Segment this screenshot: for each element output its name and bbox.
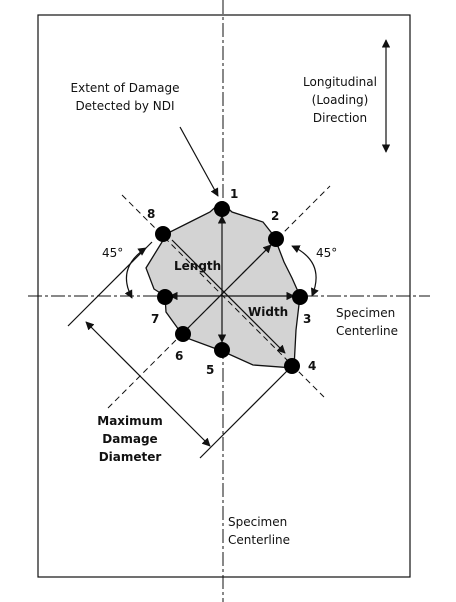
point-4-label: 4 xyxy=(308,359,316,373)
diagonal-arrow-b xyxy=(179,244,272,337)
max-dia-dimension-arrow xyxy=(85,321,211,447)
point-1-label: 1 xyxy=(230,187,238,201)
angle-left-label: 45° xyxy=(102,246,123,260)
longitudinal-label-line2: (Loading) xyxy=(312,93,369,107)
max-dia-ext-left xyxy=(67,241,153,327)
length-label: Length xyxy=(174,259,221,273)
longitudinal-label-line1: Longitudinal xyxy=(303,75,377,89)
point-4-dot xyxy=(284,358,300,374)
angle-right-label: 45° xyxy=(316,246,337,260)
max-damage-label-line2: Damage xyxy=(102,432,157,446)
extent-leader-arrow xyxy=(179,126,219,197)
extent-label-line2: Detected by NDI xyxy=(75,99,174,113)
point-2-label: 2 xyxy=(271,209,279,223)
point-8-label: 8 xyxy=(147,207,155,221)
specimen-centerline-bottom-line2: Centerline xyxy=(228,533,290,547)
point-5-dot xyxy=(214,342,230,358)
specimen-centerline-right-line2: Centerline xyxy=(336,324,398,338)
point-5-label: 5 xyxy=(206,363,214,377)
specimen-centerline-bottom-line1: Specimen xyxy=(228,515,287,529)
point-2-dot xyxy=(268,231,284,247)
point-3-dot xyxy=(292,289,308,305)
diagonal-arrow-a xyxy=(171,239,286,354)
point-6-label: 6 xyxy=(175,349,183,363)
point-1-dot xyxy=(214,201,230,217)
width-label: Width xyxy=(248,305,288,319)
point-3-label: 3 xyxy=(303,312,311,326)
extent-label-line1: Extent of Damage xyxy=(71,81,180,95)
longitudinal-label-line3: Direction xyxy=(313,111,367,125)
point-7-label: 7 xyxy=(151,312,159,326)
max-dia-ext-right xyxy=(199,361,297,459)
max-damage-label-line3: Diameter xyxy=(99,450,162,464)
angle-arc-left xyxy=(124,247,147,299)
point-8-dot xyxy=(155,226,171,242)
point-7-dot xyxy=(157,289,173,305)
point-6-dot xyxy=(175,326,191,342)
max-damage-label-line1: Maximum xyxy=(97,414,162,428)
specimen-centerline-right-line1: Specimen xyxy=(336,306,395,320)
angle-arc-right xyxy=(291,245,319,297)
